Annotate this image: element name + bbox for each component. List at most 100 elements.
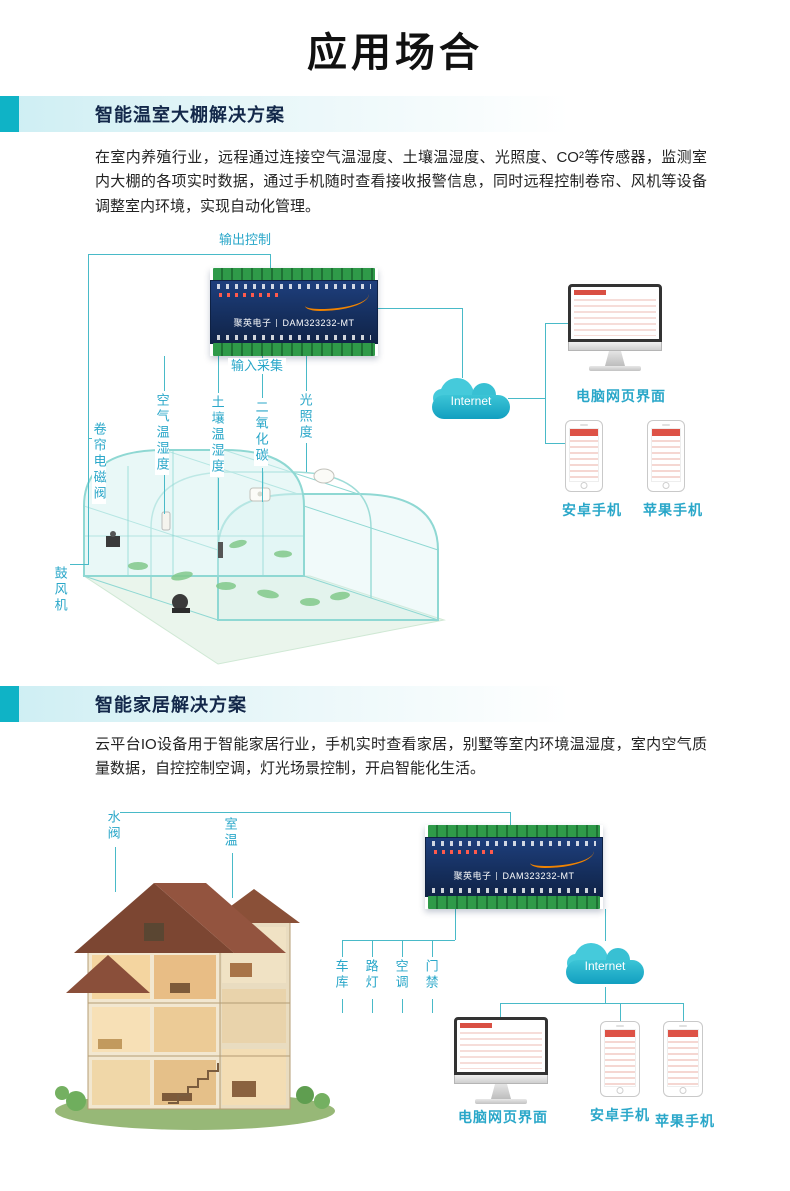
internet-cloud: Internet [566, 941, 644, 987]
iphone [663, 1021, 703, 1097]
connector-line [306, 356, 307, 392]
terminal-labels-bottom [432, 888, 596, 893]
connector-line [462, 308, 463, 378]
connector-line [372, 999, 373, 1013]
monitor-chin [454, 1075, 548, 1084]
blower-label: 鼓风机 [52, 564, 68, 616]
connector-line [88, 254, 89, 564]
connector-line [218, 478, 219, 530]
greenhouse-solution-diagram: 输出控制 输入采集 卷帘电磁阀 空气温湿度 土壤温湿度 二氧化碳 光照度 鼓风机… [0, 228, 790, 670]
iphone-caption: 苹果手机 [655, 1113, 715, 1129]
connector-line [164, 356, 165, 392]
connector-line [545, 323, 568, 324]
curtain-valve-device [106, 531, 120, 547]
page-title: 应用场合 [307, 31, 483, 75]
connector-line [270, 254, 271, 268]
garden-bushes [55, 1086, 330, 1111]
connector-line [88, 254, 270, 255]
iphone-caption: 苹果手机 [643, 502, 703, 518]
device-brand: 聚英电子 DAM323232-MT [211, 316, 377, 329]
pc-web-caption: 电脑网页界面 [458, 1109, 548, 1125]
terminal-labels-bottom [217, 335, 371, 340]
garage-label: 车库 [333, 957, 349, 993]
monitor-ui-banner [460, 1023, 492, 1028]
terminal-strip-top [428, 825, 600, 838]
connector-line [70, 564, 89, 565]
co2-label: 二氧化碳 [253, 398, 269, 466]
monitor-base [475, 1099, 527, 1104]
brand-name: 聚英电子 [233, 318, 272, 328]
device-accent-arc [305, 289, 369, 311]
air-temp-humidity-label: 空气温湿度 [154, 391, 170, 475]
connector-line [683, 1003, 684, 1021]
connector-line [510, 812, 511, 825]
phone-app-header [652, 429, 680, 436]
connector-line [342, 940, 343, 957]
android-caption: 安卓手机 [590, 1107, 650, 1123]
monitor-ui-rows [460, 1032, 542, 1069]
connector-line [306, 442, 307, 472]
greenhouse-plants [128, 539, 350, 606]
room-temp-label: 室温 [222, 815, 238, 851]
phone-app-rows [652, 436, 680, 481]
stairs [168, 1063, 219, 1104]
phone-screen [604, 1029, 636, 1087]
section1-heading: 智能温室大棚解决方案 [95, 105, 285, 125]
section2-header: 智能家居解决方案 [0, 686, 790, 722]
connector-line [455, 909, 456, 940]
desktop-monitor [568, 284, 662, 371]
curtain-valve-label: 卷帘电磁阀 [91, 420, 107, 504]
monitor-chin [568, 342, 662, 351]
greenhouse-illustration [82, 449, 446, 665]
terminal-labels-top [217, 284, 371, 289]
soil-sensor [218, 542, 223, 558]
connector-line [232, 853, 233, 898]
monitor-stand [491, 1084, 511, 1099]
air-sensor [161, 511, 171, 531]
section2-paragraph: 云平台IO设备用于智能家居行业，手机实时查看家居，别墅等室内环境温湿度，室内空气… [95, 736, 707, 778]
connector-line [545, 323, 546, 444]
monitor-base [589, 366, 641, 371]
connector-line [164, 474, 165, 514]
android-phone [565, 420, 603, 492]
device-body: 聚英电子 DAM323232-MT [210, 280, 378, 344]
section1-header: 智能温室大棚解决方案 [0, 96, 790, 132]
phone-app-rows [605, 1037, 635, 1086]
blower-device [172, 594, 190, 613]
monitor-ui-banner [574, 290, 606, 295]
desktop-monitor [454, 1017, 548, 1104]
phone-screen [569, 428, 599, 482]
device-model: DAM323232-MT [282, 318, 355, 328]
internet-label: Internet [584, 959, 626, 973]
connector-line [620, 1003, 621, 1021]
connector-line [545, 443, 567, 444]
terminal-strip-top [213, 268, 375, 281]
air-conditioner-label: 空调 [393, 957, 409, 993]
connector-line [218, 356, 219, 396]
connector-line [508, 398, 545, 399]
monitor-ui-rows [574, 299, 656, 336]
connector-line [500, 1003, 683, 1004]
soil-temp-humidity-label: 土壤温湿度 [209, 393, 225, 477]
connector-line [120, 812, 510, 813]
connector-line [402, 999, 403, 1013]
connector-line [378, 308, 462, 309]
phone-app-header [668, 1030, 698, 1037]
water-valve-label: 水阀 [105, 808, 121, 844]
pc-web-caption: 电脑网页界面 [576, 388, 666, 404]
connector-line [605, 909, 606, 941]
brand-name: 聚英电子 [453, 871, 492, 881]
section2-heading: 智能家居解决方案 [95, 695, 247, 715]
input-collect-label: 输入采集 [228, 358, 287, 374]
output-control-label: 输出控制 [216, 232, 275, 248]
illumination-label: 光照度 [297, 391, 313, 443]
phone-screen [667, 1029, 699, 1087]
connector-line [262, 468, 263, 502]
iphone [647, 420, 685, 492]
terminal-labels-top [432, 841, 596, 846]
connector-line [342, 999, 343, 1013]
